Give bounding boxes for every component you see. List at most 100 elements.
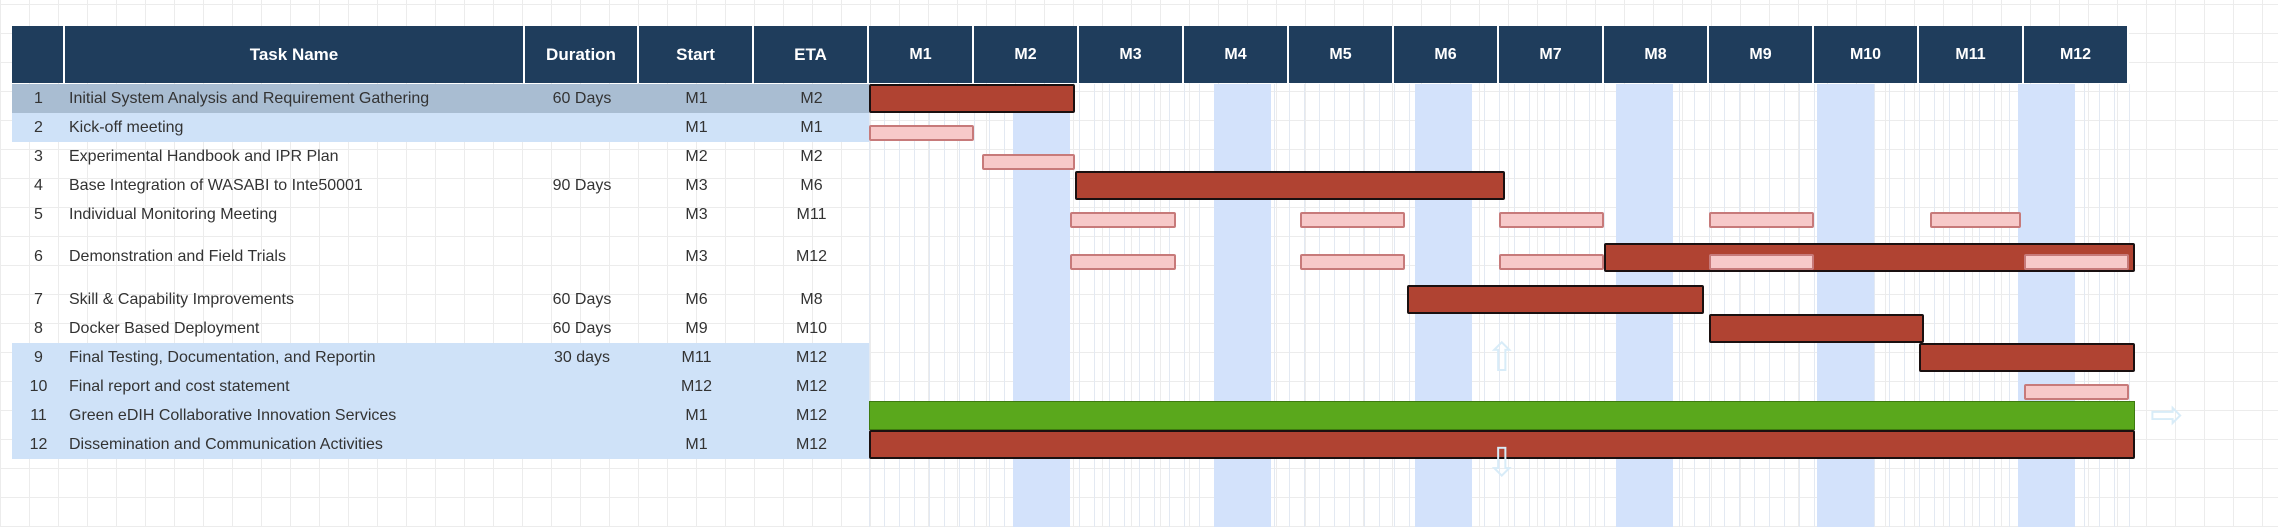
gantt-bar-pink[interactable]	[2024, 254, 2129, 270]
task-duration[interactable]	[525, 200, 639, 229]
gantt-bar-dark[interactable]	[869, 84, 1075, 113]
grid-line	[1304, 84, 1305, 527]
task-eta[interactable]: M11	[796, 205, 827, 223]
gantt-bar-dark[interactable]	[1709, 314, 1925, 343]
header-month[interactable]: M11	[1919, 26, 2024, 83]
gantt-bar-pink[interactable]	[869, 124, 974, 141]
grid-line	[1769, 84, 1770, 527]
gantt-bar-pink[interactable]	[1709, 254, 1814, 270]
grid-line	[1889, 84, 1890, 527]
task-name[interactable]: Green eDIH Collaborative Innovation Serv…	[69, 406, 397, 424]
gantt-bar-dark[interactable]	[1406, 285, 1704, 314]
header-month[interactable]: M12	[2024, 26, 2129, 83]
task-duration[interactable]	[525, 430, 639, 459]
grid-line	[1799, 84, 1800, 527]
task-name[interactable]: Docker Based Deployment	[69, 319, 260, 337]
task-eta[interactable]: M12	[795, 377, 828, 395]
task-eta[interactable]: M12	[795, 435, 828, 453]
task-duration[interactable]	[525, 401, 639, 430]
gantt-bar-pink[interactable]	[1299, 211, 1405, 228]
header-task-name[interactable]: Task Name	[65, 26, 525, 83]
gantt-bar-pink[interactable]	[1499, 254, 1604, 270]
task-start[interactable]: M1	[685, 89, 708, 107]
task-duration[interactable]: 60 Days	[552, 290, 612, 308]
task-eta[interactable]: M8	[800, 290, 823, 308]
task-eta[interactable]: M12	[795, 406, 828, 424]
header-month[interactable]: M4	[1184, 26, 1289, 83]
header-month[interactable]: M2	[974, 26, 1079, 83]
task-eta[interactable]: M2	[800, 89, 823, 107]
header-month[interactable]: M9	[1709, 26, 1814, 83]
task-eta[interactable]: M12	[795, 248, 828, 265]
task-duration[interactable]: 60 Days	[552, 319, 612, 337]
gantt-bar-dark[interactable]	[1919, 343, 2136, 372]
gantt-bar-pink[interactable]	[1069, 254, 1176, 270]
header-month[interactable]: M6	[1394, 26, 1499, 83]
gantt-bar-dark[interactable]	[869, 430, 2136, 459]
task-duration[interactable]: 90 Days	[552, 176, 612, 194]
header-month[interactable]: M8	[1604, 26, 1709, 83]
task-eta[interactable]: M6	[800, 176, 823, 194]
row-number: 9	[34, 348, 43, 366]
gantt-bar-pink[interactable]	[1069, 211, 1176, 228]
grid-line	[1349, 84, 1350, 527]
task-duration[interactable]	[525, 113, 639, 142]
table-row[interactable]	[12, 401, 869, 430]
task-name[interactable]: Initial System Analysis and Requirement …	[69, 89, 430, 107]
row-number: 1	[34, 89, 43, 107]
gantt-bar-pink[interactable]	[1709, 211, 1814, 228]
task-name[interactable]: Final report and cost statement	[69, 377, 290, 395]
task-name[interactable]: Dissemination and Communication Activiti…	[69, 435, 383, 453]
task-eta[interactable]: M1	[800, 118, 823, 136]
task-eta[interactable]: M10	[795, 319, 828, 337]
table-row[interactable]	[12, 84, 869, 113]
task-duration[interactable]: 60 Days	[552, 89, 612, 107]
task-duration[interactable]	[525, 372, 639, 401]
task-start[interactable]: M12	[680, 377, 713, 395]
task-duration[interactable]	[525, 229, 639, 285]
header-month[interactable]: M10	[1814, 26, 1919, 83]
table-row[interactable]	[12, 430, 869, 459]
task-start[interactable]: M2	[685, 147, 708, 165]
header-month[interactable]: M3	[1079, 26, 1184, 83]
task-start[interactable]: M1	[685, 406, 708, 424]
task-eta[interactable]: M12	[795, 348, 828, 366]
gantt-bar-green[interactable]	[869, 401, 2136, 430]
task-name[interactable]: Final Testing, Documentation, and Report…	[69, 348, 376, 366]
table-row[interactable]	[12, 372, 869, 401]
task-name[interactable]: Demonstration and Field Trials	[69, 248, 286, 265]
gantt-bar-pink[interactable]	[1929, 211, 2021, 228]
table-row[interactable]	[12, 343, 869, 372]
task-start[interactable]: M9	[685, 319, 708, 337]
task-start[interactable]: M11	[681, 348, 712, 366]
task-start[interactable]: M1	[685, 435, 708, 453]
gantt-bar-pink[interactable]	[1499, 211, 1604, 228]
task-start[interactable]: M6	[685, 290, 708, 308]
task-name[interactable]: Skill & Capability Improvements	[69, 290, 294, 308]
header-duration[interactable]: Duration	[525, 26, 639, 83]
task-eta[interactable]: M2	[800, 147, 823, 165]
header-month[interactable]: M1	[869, 26, 974, 83]
grid-line	[2009, 84, 2010, 527]
task-name[interactable]: Kick-off meeting	[69, 118, 184, 136]
task-start[interactable]: M3	[685, 205, 708, 223]
grid-line	[1784, 84, 1785, 527]
task-name[interactable]: Base Integration of WASABI to Inte50001	[69, 176, 363, 194]
grid-line	[1994, 84, 1995, 527]
gantt-bar-dark[interactable]	[1074, 171, 1506, 200]
table-row[interactable]	[12, 113, 869, 142]
gantt-bar-pink[interactable]	[1299, 254, 1405, 270]
task-name[interactable]: Individual Monitoring Meeting	[69, 205, 278, 223]
header-start[interactable]: Start	[639, 26, 754, 83]
task-duration[interactable]: 30 days	[553, 348, 611, 366]
task-name[interactable]: Experimental Handbook and IPR Plan	[69, 147, 339, 165]
header-eta[interactable]: ETA	[754, 26, 869, 83]
header-month[interactable]: M7	[1499, 26, 1604, 83]
header-month[interactable]: M5	[1289, 26, 1394, 83]
task-start[interactable]: M3	[685, 176, 708, 194]
gantt-bar-pink[interactable]	[982, 153, 1075, 170]
gantt-bar-pink[interactable]	[2024, 383, 2129, 400]
task-start[interactable]: M3	[685, 248, 708, 265]
task-start[interactable]: M1	[685, 118, 708, 136]
task-duration[interactable]	[525, 142, 639, 171]
